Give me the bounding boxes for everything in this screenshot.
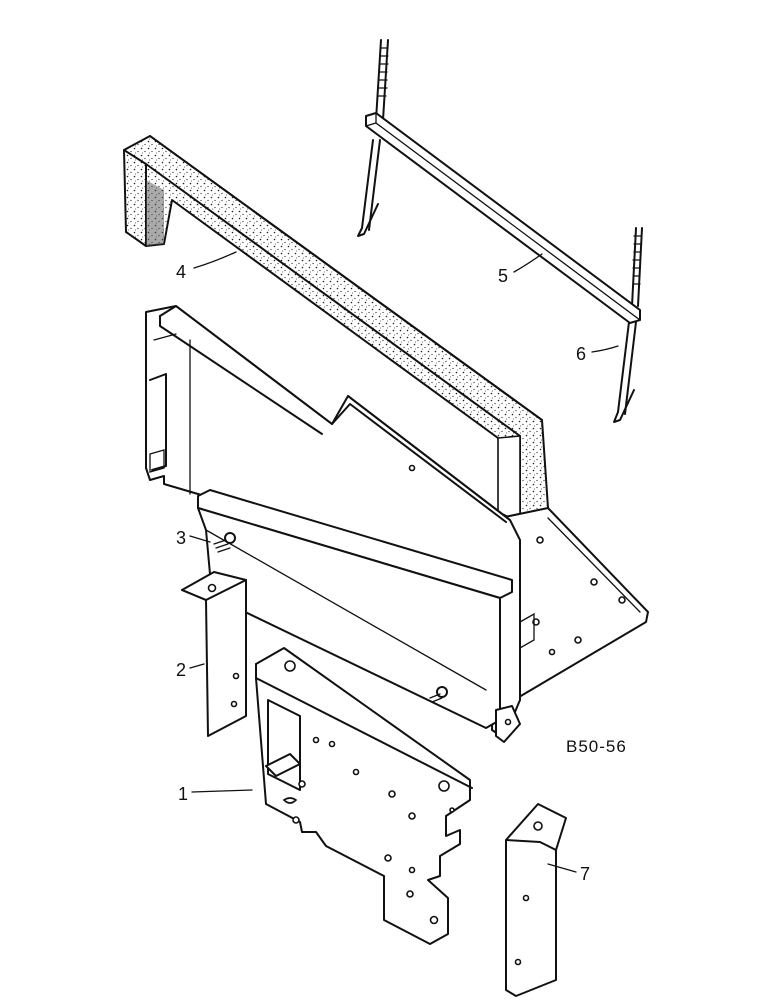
callout-3: 3: [176, 528, 186, 548]
tray-base-plate: [495, 507, 649, 701]
callout-4: 4: [176, 262, 186, 282]
callout-6: 6: [576, 344, 586, 364]
callout-2: 2: [176, 660, 186, 680]
hook-bolt-left: [357, 39, 389, 237]
screw-left: [213, 532, 236, 553]
small-bracket: [505, 803, 567, 997]
leader-lines: [189, 251, 619, 873]
callout-7: 7: [580, 864, 590, 884]
drawing-code: B50-56: [566, 737, 627, 756]
screw-right: [429, 686, 448, 703]
clamp-bar: [365, 112, 641, 324]
callout-1: 1: [178, 784, 188, 804]
mounting-plate: [255, 647, 473, 945]
hook-bolt-right: [613, 227, 643, 423]
callout-5: 5: [498, 266, 508, 286]
battery-tray: [145, 305, 521, 743]
angle-bracket: [181, 571, 247, 737]
foam-pad: [123, 135, 549, 524]
